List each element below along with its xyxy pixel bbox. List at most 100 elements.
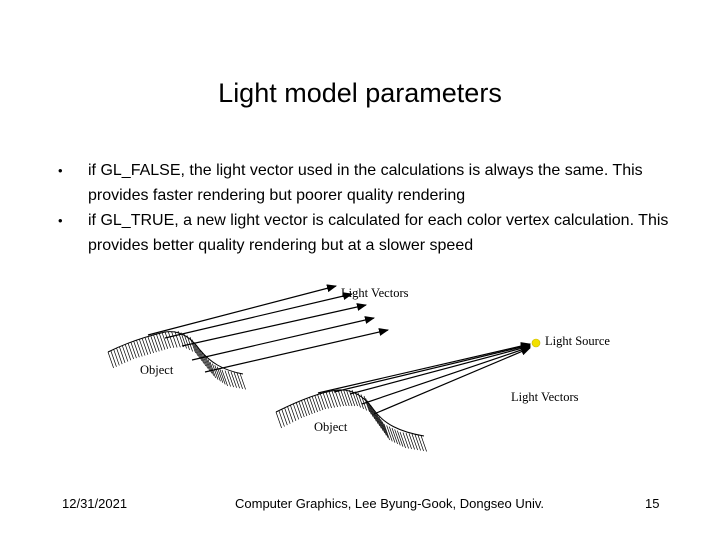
hatch-line <box>201 352 208 369</box>
hatch-line <box>161 332 169 349</box>
hatch-line <box>189 336 196 354</box>
hatch-line <box>399 431 406 449</box>
hatch-line <box>311 395 318 413</box>
hatch-line <box>301 399 308 417</box>
hatch-line <box>414 434 421 451</box>
bullet-item-2: • if GL_TRUE, a new light vector is calc… <box>58 208 698 258</box>
converging-vector-3 <box>349 344 531 395</box>
hatch-line <box>233 372 240 389</box>
hatch-line <box>382 421 389 438</box>
hatch-line <box>334 390 341 407</box>
hatch-line <box>370 405 377 422</box>
hatch-line <box>239 373 246 390</box>
hatch-line <box>402 432 409 449</box>
hatch-line <box>375 412 382 429</box>
hatch-line <box>380 419 387 436</box>
bullet-text-1: if GL_FALSE, the light vector used in th… <box>88 162 643 204</box>
hatch-line <box>186 335 193 352</box>
converging-vector-1 <box>317 342 531 394</box>
hatch-line <box>365 398 372 415</box>
hatch-line <box>214 365 221 382</box>
label-object-top: Object <box>140 363 174 377</box>
hatch-line <box>394 429 401 446</box>
hatch-line <box>397 430 404 447</box>
parallel-vector-4 <box>191 316 375 361</box>
parallel-vector-5 <box>204 328 389 373</box>
hatch-line <box>136 340 143 357</box>
hatch-line <box>153 335 160 352</box>
footer-credit: Computer Graphics, Lee Byung-Gook, Dongs… <box>235 496 545 511</box>
hatch-line <box>340 389 347 407</box>
hatch-line <box>372 407 379 424</box>
bullet-list: • if GL_FALSE, the light vector used in … <box>58 158 698 258</box>
footer-date: 12/31/2021 <box>62 496 128 511</box>
hatch-line <box>197 347 204 364</box>
hatch-line <box>236 372 243 389</box>
hatch-line <box>174 331 181 348</box>
converging-vector-2 <box>333 343 531 393</box>
hatch-line <box>289 404 297 421</box>
parallel-vector-2 <box>164 292 353 339</box>
hatch-line <box>408 433 415 450</box>
hatch-line <box>331 390 338 408</box>
hatch-line <box>363 395 370 413</box>
hatch-line <box>275 411 282 429</box>
hatch-line <box>221 369 228 387</box>
converging-light-vectors <box>317 342 531 415</box>
hatch-line <box>306 397 313 415</box>
hatch-line <box>328 391 335 408</box>
converging-vector-5 <box>373 347 531 415</box>
top-object-surface <box>107 330 246 390</box>
hatch-line <box>303 398 310 416</box>
hatch-line <box>377 414 384 431</box>
hatch-line <box>219 368 226 385</box>
bullet-dot: • <box>58 213 63 228</box>
hatch-line <box>346 389 353 407</box>
footer-page-number: 15 <box>645 496 660 511</box>
label-light-source: Light Source <box>545 334 610 348</box>
hatch-line <box>127 342 134 360</box>
hatch-line <box>159 333 166 350</box>
hatch-line <box>284 407 291 424</box>
hatch-line <box>124 344 132 361</box>
hatch-line <box>405 432 412 450</box>
hatch-line <box>391 427 398 445</box>
hatch-line <box>139 339 146 356</box>
hatch-line <box>230 371 237 388</box>
hatch-line <box>113 349 120 366</box>
hatch-line <box>130 342 137 359</box>
hatch-line <box>110 350 117 367</box>
hatch-line <box>177 330 184 348</box>
hatch-line <box>367 400 374 417</box>
hatch-line <box>295 401 302 419</box>
hatch-line <box>354 391 361 408</box>
parallel-vector-3 <box>181 303 367 347</box>
hatch-line <box>144 337 152 354</box>
hatch-line <box>343 389 350 407</box>
label-light-vectors-bottom: Light Vectors <box>511 390 579 404</box>
hatch-line <box>119 346 126 363</box>
hatch-line <box>298 400 305 418</box>
light-source-dot <box>531 338 541 348</box>
hatch-line <box>417 434 424 452</box>
hatch-line <box>360 394 367 411</box>
hatch-line <box>368 402 375 420</box>
hatch-line <box>281 409 288 426</box>
hatch-line <box>411 433 418 451</box>
hatch-line <box>420 435 427 452</box>
hatch-line <box>378 416 385 434</box>
hatch-line <box>357 392 364 410</box>
hatch-line <box>319 392 326 410</box>
hatch-line <box>386 425 393 442</box>
hatch-line <box>348 389 356 407</box>
hatch-line <box>224 370 231 387</box>
hatch-line <box>212 363 219 380</box>
hatch-line <box>322 392 329 409</box>
label-light-vectors-top: Light Vectors <box>341 286 409 300</box>
hatch-line <box>337 389 344 407</box>
hatch-line <box>191 339 198 356</box>
hatch-line <box>156 334 163 351</box>
hatch-line <box>207 359 214 376</box>
hatch-line <box>309 396 316 414</box>
slide-title: Light model parameters <box>218 78 502 108</box>
